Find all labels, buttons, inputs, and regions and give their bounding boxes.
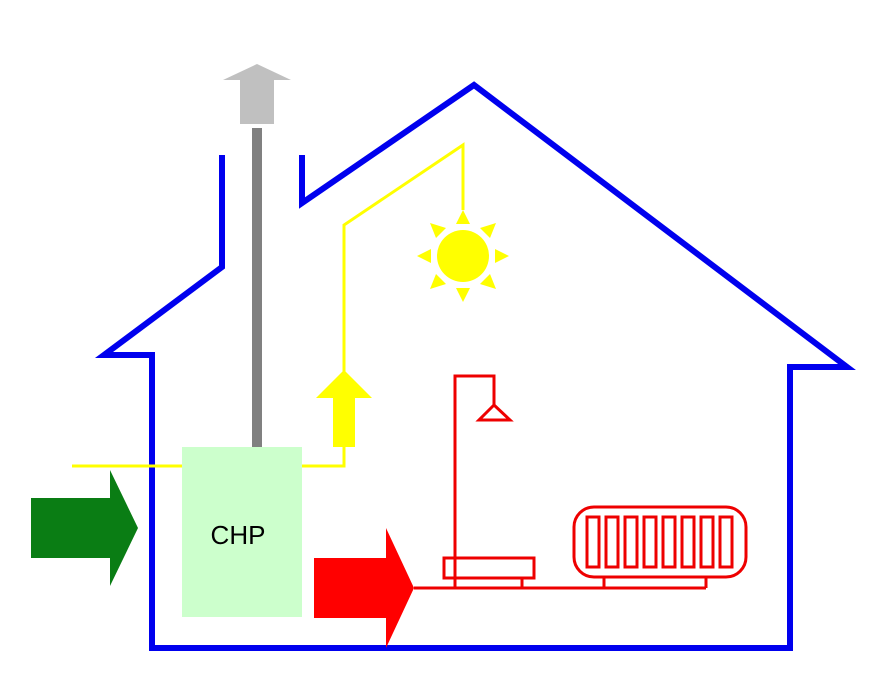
sun-icon bbox=[417, 210, 509, 302]
shower-head-icon bbox=[475, 402, 514, 422]
heat-distribution bbox=[414, 374, 706, 590]
electricity-arrow bbox=[316, 370, 372, 447]
fuel-input-arrow bbox=[31, 470, 138, 586]
flue-pipe bbox=[252, 128, 262, 448]
exhaust-arrow bbox=[223, 64, 291, 124]
chp-unit bbox=[182, 447, 302, 617]
electricity-lines bbox=[72, 142, 465, 468]
radiator-icon bbox=[572, 505, 748, 588]
house-left-wall bbox=[94, 81, 856, 651]
shower-pipe bbox=[453, 374, 496, 578]
chp-label: CHP bbox=[211, 520, 266, 550]
house-outline bbox=[94, 81, 856, 651]
heat-arrow bbox=[314, 528, 414, 648]
electricity-output-line bbox=[302, 142, 465, 468]
shower-tray bbox=[442, 556, 536, 580]
